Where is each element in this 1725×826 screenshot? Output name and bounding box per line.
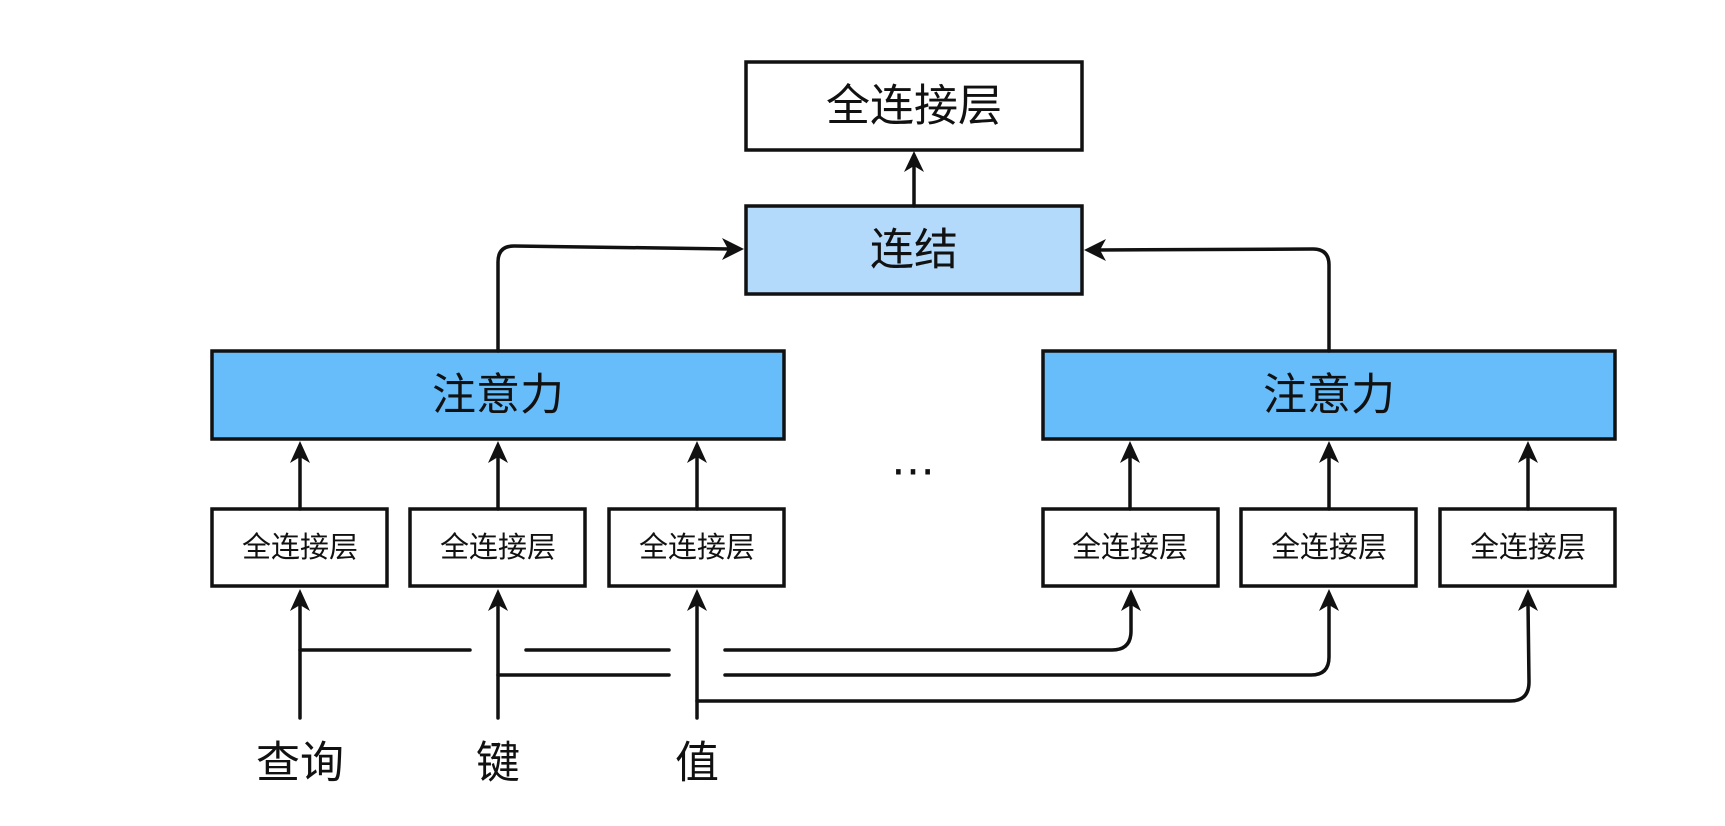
dense-label-6: 全连接层: [1470, 530, 1586, 564]
output-dense-label: 全连接层: [826, 81, 1002, 132]
edge-key-branch: [496, 601, 1331, 677]
dense-label-1: 全连接层: [242, 530, 358, 564]
concat-label: 连结: [870, 225, 958, 276]
dense-label-3: 全连接层: [639, 530, 755, 564]
attention-label-left: 注意力: [432, 370, 564, 421]
arrowhead-dense-3: [687, 589, 707, 611]
input-label-query: 查询: [256, 738, 344, 789]
arrowhead-dense-1: [290, 589, 310, 611]
input-label-value: 值: [675, 738, 719, 789]
arrowhead-concat-right: [1084, 239, 1106, 261]
arrowhead-att-6: [1518, 441, 1538, 463]
dense-box-1: [210, 507, 389, 588]
attention-label-right: 注意力: [1263, 370, 1395, 421]
arrowhead-att-3: [687, 441, 707, 463]
dense-box-4: [1041, 507, 1220, 588]
arrowhead-att-4: [1120, 441, 1140, 463]
concat-box: [744, 204, 1084, 296]
arrowhead-att-5: [1319, 441, 1339, 463]
dense-label-5: 全连接层: [1271, 530, 1387, 564]
edge-value-branch: [695, 601, 1531, 703]
arrowhead-concat-left: [722, 238, 744, 260]
arrowhead-output: [904, 151, 924, 172]
ellipsis: …: [891, 435, 937, 486]
dense-label-2: 全连接层: [440, 530, 556, 564]
arrowhead-dense-6: [1518, 589, 1538, 611]
edge-attention-left-to-concat: [496, 244, 732, 353]
dense-box-5: [1239, 507, 1418, 588]
output-dense-box: [744, 60, 1084, 152]
arrowhead-dense-2: [488, 589, 508, 611]
edge-query-branch: [298, 601, 1133, 652]
dense-box-6: [1438, 507, 1617, 588]
edge-attention-right-to-concat: [1096, 247, 1331, 353]
dense-label-4: 全连接层: [1072, 530, 1188, 564]
dense-box-3: [607, 507, 786, 588]
arrowhead-dense-4: [1121, 589, 1141, 611]
arrowhead-att-2: [488, 441, 508, 463]
dense-box-2: [408, 507, 587, 588]
arrowhead-dense-5: [1319, 589, 1339, 611]
attention-box-right: [1041, 349, 1617, 441]
input-label-key: 键: [476, 738, 520, 789]
arrowhead-att-1: [290, 441, 310, 463]
